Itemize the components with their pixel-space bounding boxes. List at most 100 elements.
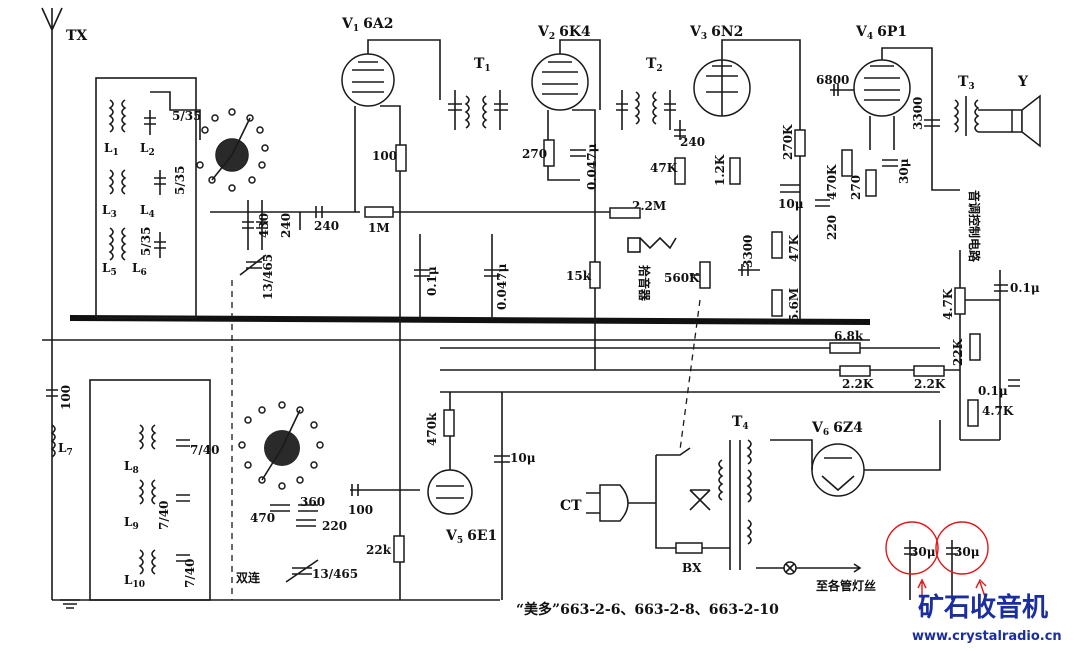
filter-cap-30u-b: 30μ bbox=[910, 545, 936, 559]
voltage-selector bbox=[689, 489, 711, 511]
coil-l4: L4 bbox=[140, 203, 155, 220]
coil-l5: L5 bbox=[102, 261, 117, 278]
label-t1: T1 bbox=[474, 56, 491, 74]
cap-6800: 6800 bbox=[816, 73, 849, 87]
cap-220-b: 220 bbox=[322, 519, 347, 533]
coil-l9: L9 bbox=[124, 515, 139, 532]
pickup-jack bbox=[627, 236, 677, 253]
red-arrow-b bbox=[975, 578, 987, 601]
tube-v4 bbox=[853, 47, 960, 191]
resistor-5-6M: 5.6M bbox=[787, 288, 801, 322]
ground-bus bbox=[69, 315, 871, 325]
cap-0-1-a: 0.1μ bbox=[425, 266, 439, 296]
cap-10u-a: 10μ bbox=[778, 197, 804, 211]
watermark-title: 矿石收音机 bbox=[918, 592, 1048, 623]
cap-430: 430 bbox=[257, 213, 271, 238]
tube-v2 bbox=[531, 39, 601, 370]
resistor-4-7K-b: 4.7K bbox=[982, 404, 1014, 418]
coil-l1: L1 bbox=[104, 141, 119, 158]
resistor-270K: 270K bbox=[781, 124, 795, 160]
cap-0047-a: 0.047μ bbox=[585, 143, 599, 190]
cap-360: 360 bbox=[300, 495, 325, 509]
cap-3300-b: 3300 bbox=[911, 97, 925, 130]
tuning-cap-bottom: 13/465 bbox=[312, 567, 358, 581]
transformer-t4 bbox=[718, 439, 752, 570]
tube-v1 bbox=[341, 39, 441, 600]
tube-v3 bbox=[693, 39, 801, 320]
transformer-t2 bbox=[616, 90, 676, 130]
highlight-circle-b bbox=[935, 521, 989, 575]
cap-5-35-b: 5/35 bbox=[173, 166, 187, 195]
resistor-470K: 470K bbox=[825, 164, 839, 200]
cap-220-a: 220 bbox=[825, 215, 839, 240]
filter-cap-30u-c: 30μ bbox=[954, 545, 980, 559]
pot-22K: 22K bbox=[951, 338, 965, 366]
cap-470: 470 bbox=[250, 511, 275, 525]
rf-coil-block-top bbox=[95, 77, 201, 319]
plug-label-ct: CT bbox=[560, 498, 582, 514]
watermark-url: www.crystalradio.cn bbox=[912, 629, 1062, 644]
cap-7-40-b: 7/40 bbox=[157, 501, 171, 530]
resistor-47K-a: 47K bbox=[650, 161, 678, 175]
coil-l2: L2 bbox=[140, 141, 155, 158]
coil-l10: L10 bbox=[124, 573, 145, 590]
speaker-label: Y bbox=[1017, 74, 1029, 90]
resistor-22k: 22k bbox=[366, 543, 392, 557]
resistor-1-2K: 1.2K bbox=[713, 154, 727, 186]
label-t3: T3 bbox=[958, 74, 975, 92]
label-t2: T2 bbox=[646, 56, 663, 74]
cap-30u-a: 30μ bbox=[897, 158, 911, 184]
resistor-2-2K-b: 2.2K bbox=[914, 377, 946, 391]
resistor-270-b: 270 bbox=[849, 175, 863, 200]
cap-5-35-c: 5/35 bbox=[139, 227, 153, 256]
lamp-icon bbox=[783, 561, 797, 575]
resistor-15k: 15k bbox=[566, 269, 592, 283]
fuse-label-bx: BX bbox=[682, 561, 702, 575]
resistor-6-8k: 6.8k bbox=[834, 329, 864, 343]
dual-gang-label: 双连 bbox=[236, 570, 261, 585]
ground-symbol bbox=[60, 599, 80, 609]
tube-v6 bbox=[770, 420, 941, 497]
cap-240-a: 240 bbox=[279, 213, 293, 238]
speaker-icon bbox=[978, 94, 1041, 148]
coil-l3: L3 bbox=[102, 203, 117, 220]
watermark: 矿石收音机 www.crystalradio.cn bbox=[912, 592, 1062, 644]
band-switch-bottom bbox=[238, 401, 324, 490]
resistor-470k: 470k bbox=[425, 412, 439, 446]
resistor-100: 100 bbox=[372, 149, 397, 163]
red-arrow-a bbox=[917, 578, 927, 600]
coil-l6: L6 bbox=[132, 261, 147, 278]
rf-coil-block-bottom bbox=[89, 379, 211, 601]
model-caption: “美多”663-2-6、663-2-8、663-2-10 bbox=[516, 601, 779, 618]
cap-7-40-c: 7/40 bbox=[183, 559, 197, 588]
cap-240-b: 240 bbox=[314, 219, 339, 233]
band-switch-top bbox=[196, 108, 269, 192]
highlight-circle-a bbox=[885, 521, 939, 575]
resistor-270: 270 bbox=[522, 147, 547, 161]
transformer-t3 bbox=[953, 96, 980, 136]
cap-5-35-a: 5/35 bbox=[172, 109, 201, 123]
label-t4: T4 bbox=[732, 414, 749, 432]
cap-0-1-c: 0.1μ bbox=[978, 384, 1008, 398]
cap-100-b: 100 bbox=[348, 503, 373, 517]
resistor-2-2K-a: 2.2K bbox=[842, 377, 874, 391]
pickup-label: 拾音器 bbox=[637, 265, 652, 302]
resistor-1M: 1M bbox=[368, 221, 390, 235]
coil-l8: L8 bbox=[124, 459, 139, 476]
antenna-label: TX bbox=[66, 28, 87, 44]
tone-control-label: 音调控制电路 bbox=[967, 190, 982, 263]
antenna-symbol bbox=[41, 7, 63, 600]
power-plug bbox=[586, 484, 656, 522]
cap-0047-b: 0.047μ bbox=[495, 263, 509, 310]
cap-240-c: 240 bbox=[680, 135, 705, 149]
cap-7-40-a: 7/40 bbox=[190, 443, 219, 457]
to-lamps-label: 至各管灯丝 bbox=[816, 578, 876, 593]
volume-pot-560K: 560K bbox=[664, 271, 700, 285]
